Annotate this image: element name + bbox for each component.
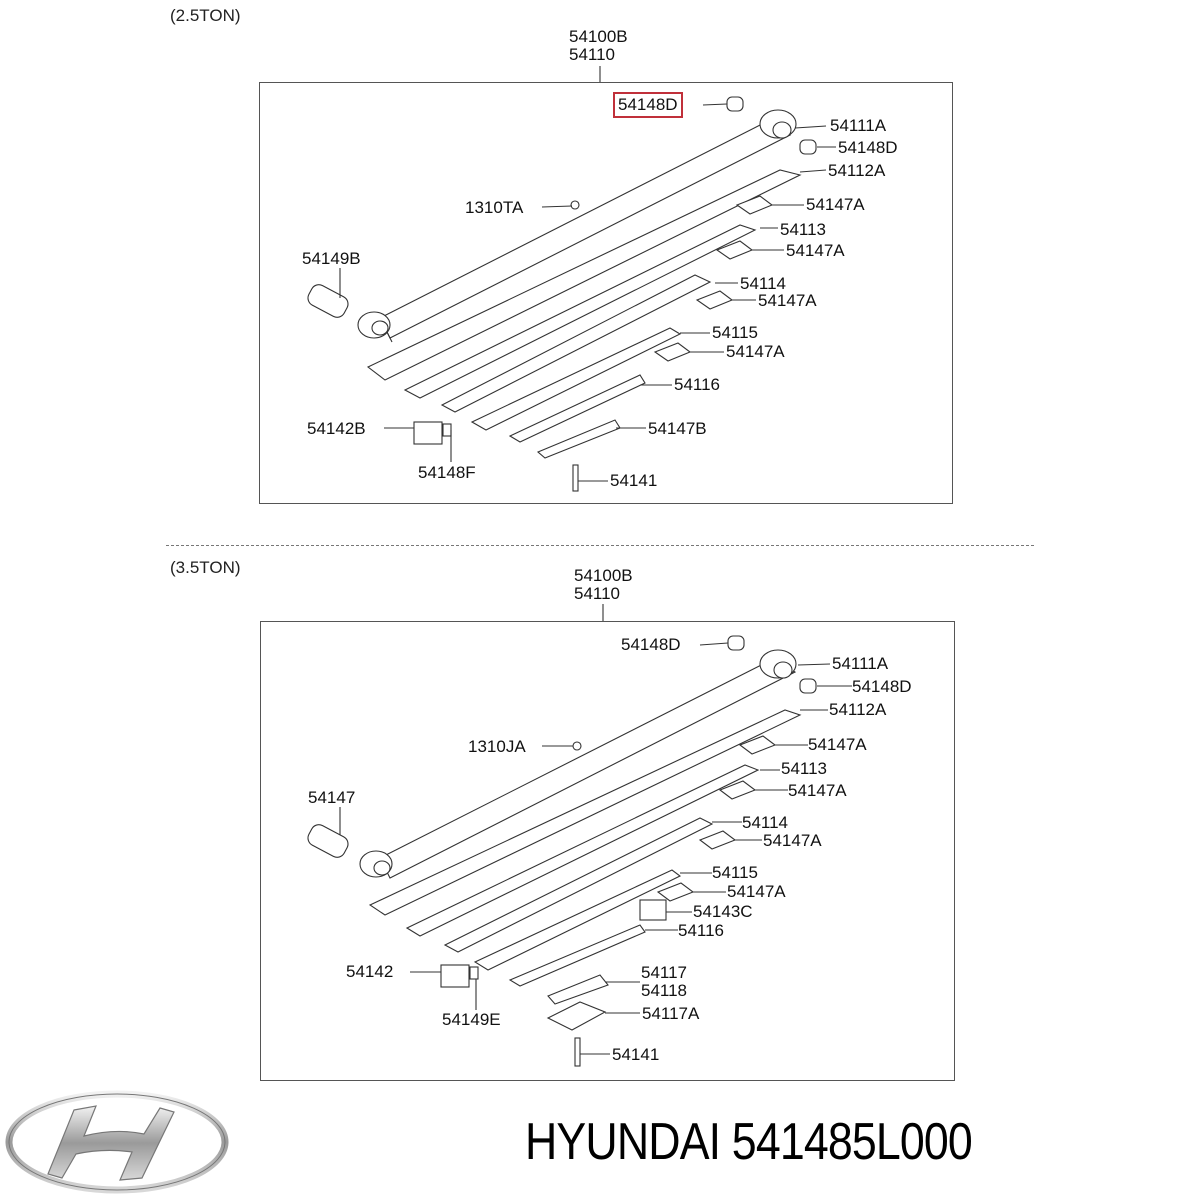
- callout-54113[interactable]: 54113: [781, 759, 828, 778]
- callout-54118[interactable]: 54118: [641, 981, 688, 1000]
- callout-54112a[interactable]: 54112A: [829, 700, 887, 719]
- part-title: HYUNDAI 541485L000: [525, 1113, 973, 1171]
- callout-54147a[interactable]: 54147A: [727, 882, 786, 901]
- callout-54147a[interactable]: 54147A: [786, 241, 845, 260]
- hyundai-logo: [5, 1090, 229, 1194]
- callout-54147a[interactable]: 54147A: [726, 342, 785, 361]
- callout-54147a[interactable]: 54147A: [763, 831, 822, 850]
- section-title-2-5-ton: (2.5TON): [170, 6, 241, 25]
- callout-54117a[interactable]: 54117A: [642, 1004, 700, 1023]
- callout-54148d[interactable]: 54148D: [838, 138, 898, 157]
- callout-54114[interactable]: 54114: [740, 274, 787, 293]
- assembly-label-54110: 54110: [569, 45, 616, 64]
- callout-54148d[interactable]: 54148D: [621, 635, 681, 654]
- callout-54114[interactable]: 54114: [742, 813, 789, 832]
- callout-54147a[interactable]: 54147A: [806, 195, 865, 214]
- callout-54149b[interactable]: 54149B: [302, 249, 361, 268]
- callout-1310ja[interactable]: 1310JA: [468, 737, 526, 756]
- callout-54147b[interactable]: 54147B: [648, 419, 707, 438]
- callout-54116[interactable]: 54116: [678, 921, 725, 940]
- callout-54111a[interactable]: 54111A: [832, 654, 889, 673]
- callout-54116[interactable]: 54116: [674, 375, 721, 394]
- callout-54111a[interactable]: 54111A: [830, 116, 887, 135]
- assembly-label-54100b: 54100B: [574, 566, 633, 585]
- assembly-label-54100b: 54100B: [569, 27, 628, 46]
- callout-54117[interactable]: 54117: [641, 963, 688, 982]
- callout-1310ta[interactable]: 1310TA: [465, 198, 524, 217]
- section-divider: [166, 545, 1034, 546]
- callout-54112a[interactable]: 54112A: [828, 161, 886, 180]
- callout-54141[interactable]: 54141: [610, 471, 658, 490]
- callout-54142[interactable]: 54142: [346, 962, 394, 981]
- callout-54141[interactable]: 54141: [612, 1045, 660, 1064]
- section-title-3-5-ton: (3.5TON): [170, 558, 241, 577]
- callout-54147a[interactable]: 54147A: [758, 291, 817, 310]
- callout-54147a[interactable]: 54147A: [808, 735, 867, 754]
- callout-54147a[interactable]: 54147A: [788, 781, 847, 800]
- callout-54148d[interactable]: 54148D: [852, 677, 912, 696]
- callout-54115[interactable]: 54115: [712, 863, 759, 882]
- callout-54113[interactable]: 54113: [780, 220, 827, 239]
- assembly-label-54110: 54110: [574, 584, 621, 603]
- callout-54143c[interactable]: 54143C: [693, 902, 753, 921]
- callout-54147[interactable]: 54147: [308, 788, 356, 807]
- callout-54142b[interactable]: 54142B: [307, 419, 366, 438]
- callout-54149e[interactable]: 54149E: [442, 1010, 501, 1029]
- callout-54115[interactable]: 54115: [712, 323, 759, 342]
- callout-54148f[interactable]: 54148F: [418, 463, 476, 482]
- callout-54148d-highlighted[interactable]: 54148D: [613, 92, 683, 118]
